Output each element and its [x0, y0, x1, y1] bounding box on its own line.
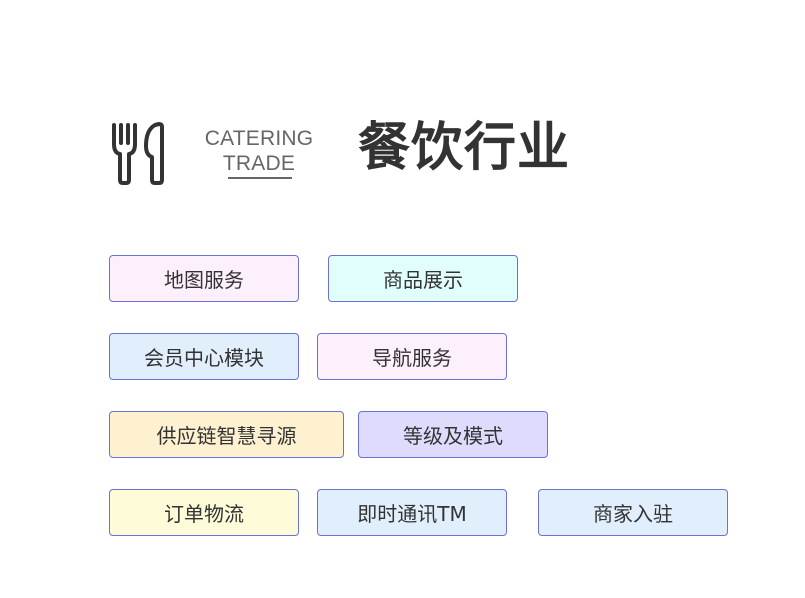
- tag-member-center[interactable]: 会员中心模块: [109, 333, 299, 380]
- tag-map-service[interactable]: 地图服务: [109, 255, 299, 302]
- tag-merchant-onboarding[interactable]: 商家入驻: [538, 489, 728, 536]
- tag-label: 供应链智慧寻源: [156, 424, 297, 448]
- tag-order-logistics[interactable]: 订单物流: [109, 489, 299, 536]
- tag-label: 地图服务: [164, 268, 244, 292]
- english-title-line2: TRADE: [222, 152, 296, 175]
- english-title-line1: CATERING: [204, 127, 314, 150]
- tag-label: 商品展示: [383, 268, 463, 292]
- tag-label: 商家入驻: [593, 502, 673, 526]
- tag-navigation-service[interactable]: 导航服务: [317, 333, 507, 380]
- english-title: CATERING TRADE: [204, 126, 314, 176]
- tag-instant-messaging[interactable]: 即时通讯TM: [317, 489, 507, 536]
- fork-knife-icon: [112, 122, 164, 185]
- page-title: 餐饮行业: [358, 118, 571, 178]
- title-underline: [228, 177, 292, 179]
- tag-label: 订单物流: [164, 502, 244, 526]
- tag-label: 会员中心模块: [144, 346, 264, 370]
- tag-supply-chain[interactable]: 供应链智慧寻源: [109, 411, 344, 458]
- tag-label: 等级及模式: [403, 424, 503, 448]
- tag-label: 即时通讯TM: [357, 502, 467, 526]
- tag-level-mode[interactable]: 等级及模式: [358, 411, 548, 458]
- tag-label: 导航服务: [372, 346, 452, 370]
- tag-product-display[interactable]: 商品展示: [328, 255, 518, 302]
